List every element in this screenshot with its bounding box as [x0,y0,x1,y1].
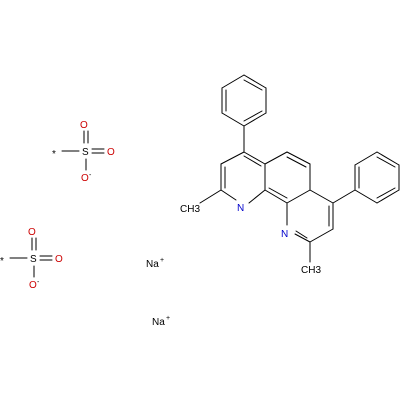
phenanthroline-core [199,125,356,263]
bond-c9-n2 [294,233,311,243]
positive-charge-1: + [160,257,164,264]
bond-phenyl-2 [332,189,356,204]
bond-c2-n1 [220,189,237,201]
bond-c10a-c10b-inner [268,187,288,199]
attachment-star-2: * [0,256,4,267]
oxygen-top-2: O [28,227,36,238]
bond-c8-c9 [309,228,334,243]
bond-c4-c3 [220,151,245,165]
phenyl-ring-top [221,74,267,127]
phenyl-ring-right [354,151,400,204]
sodium-ion-2: Na + [152,315,170,328]
bond-ph2-c [376,151,400,166]
bond-ph1-f-inner [243,110,263,122]
bond-ph2-b [354,151,378,166]
oxygen-top-1: O [80,120,88,131]
bond-ph2-e-inner [376,187,396,199]
sodium-ion-1: Na + [146,257,164,270]
bond-ph1-a [221,112,245,127]
sulfonate-group-1: * S O O O - [52,120,115,184]
oxygen-bottom-2: O [29,280,37,291]
negative-charge-1: - [89,172,92,179]
bond-c5-c6 [286,151,311,165]
oxygen-right-2: O [55,254,63,265]
sulfur-atom-1: S [82,147,89,158]
methyl-label-1: CH3 [180,204,200,215]
sulfur-atom-2: S [30,254,37,265]
sodium-symbol-2: Na [152,317,165,328]
oxygen-right-1: O [107,147,115,158]
bond-ph1-c [221,74,245,89]
nitrogen-atom-1: N [237,203,244,214]
bond-ph2-f [354,189,378,204]
bond-c4a-c4-inner [243,155,262,167]
bond-ph1-f [243,112,267,127]
attachment-star-1: * [52,149,56,160]
bond-ph2-c-inner [376,156,396,168]
bond-methyl-1 [199,189,222,204]
nitrogen-atom-2: N [281,229,288,240]
bond-c4a-c5 [264,151,288,165]
sulfonate-group-2: * S O O O - [0,227,63,291]
bond-ph1-d-inner [243,79,263,91]
bond-c9-n2-inner [295,230,308,239]
bond-c4a-c4 [243,151,266,165]
bond-c6a-c7 [309,189,334,204]
bond-c5-c6-inner [286,156,307,168]
positive-charge-2: + [166,315,170,322]
bond-ph1-d [243,74,267,89]
bond-ph2-e [376,189,400,204]
bond-n1-c10b [248,189,266,204]
oxygen-bottom-1: O [81,173,89,184]
bond-c6a-c10a [286,189,311,204]
methyl-label-2: CH3 [301,265,321,276]
negative-charge-2: - [37,279,40,286]
bond-c10a-c10b [264,189,288,204]
sodium-symbol-1: Na [146,259,159,270]
